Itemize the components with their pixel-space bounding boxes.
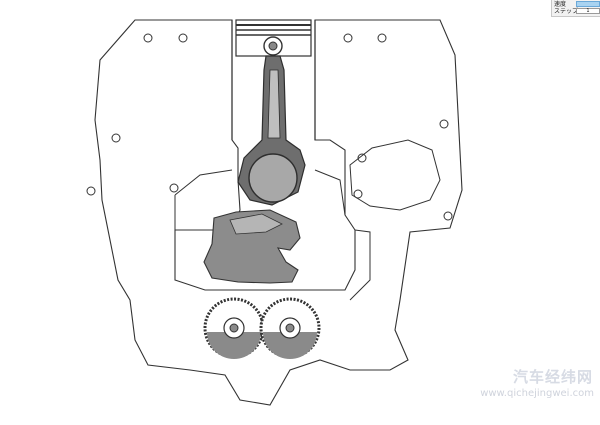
crankcase-outline	[174, 169, 371, 301]
crank-web-detail	[229, 213, 283, 235]
cylinder-bore	[231, 20, 316, 140]
bolt-hole	[111, 133, 121, 143]
connecting-rod-web	[267, 69, 281, 139]
gear-counterweight	[263, 332, 317, 359]
speed-slider[interactable]	[576, 1, 600, 7]
bolt-hole	[353, 189, 363, 199]
bolt-hole	[169, 183, 179, 193]
bolt-hole	[439, 119, 449, 129]
bolt-hole	[86, 186, 96, 196]
piston-pin-bore	[268, 41, 278, 51]
bolt-hole	[377, 33, 387, 43]
step-label: ステップ	[554, 8, 579, 15]
crankshaft-counterweight	[203, 209, 301, 284]
bolt-hole	[443, 211, 453, 221]
bolt-hole	[143, 33, 153, 43]
bolt-hole	[178, 33, 188, 43]
bolt-holes	[86, 33, 453, 221]
bolt-hole	[357, 153, 367, 163]
watermark-url: www.qichejingwei.com	[480, 388, 594, 399]
piston	[235, 19, 312, 57]
balance-shaft-gear-left	[203, 297, 265, 359]
engine-block-outline	[94, 19, 463, 406]
animation-control-panel: 速度 ステップ 1	[551, 0, 600, 17]
watermark-logo-text: 汽车经纬网	[512, 368, 593, 386]
gear-counterweight	[207, 332, 261, 359]
step-input[interactable]: 1	[576, 8, 600, 14]
side-port	[349, 139, 441, 211]
balance-shaft-gear-right	[259, 297, 321, 359]
gear-axle	[229, 323, 239, 333]
step-control: ステップ 1	[554, 8, 600, 15]
bolt-hole	[343, 33, 353, 43]
speed-label: 速度	[554, 1, 567, 8]
gear-axle	[285, 323, 295, 333]
speed-control: 速度	[554, 1, 600, 8]
big-end-bearing	[248, 153, 298, 203]
